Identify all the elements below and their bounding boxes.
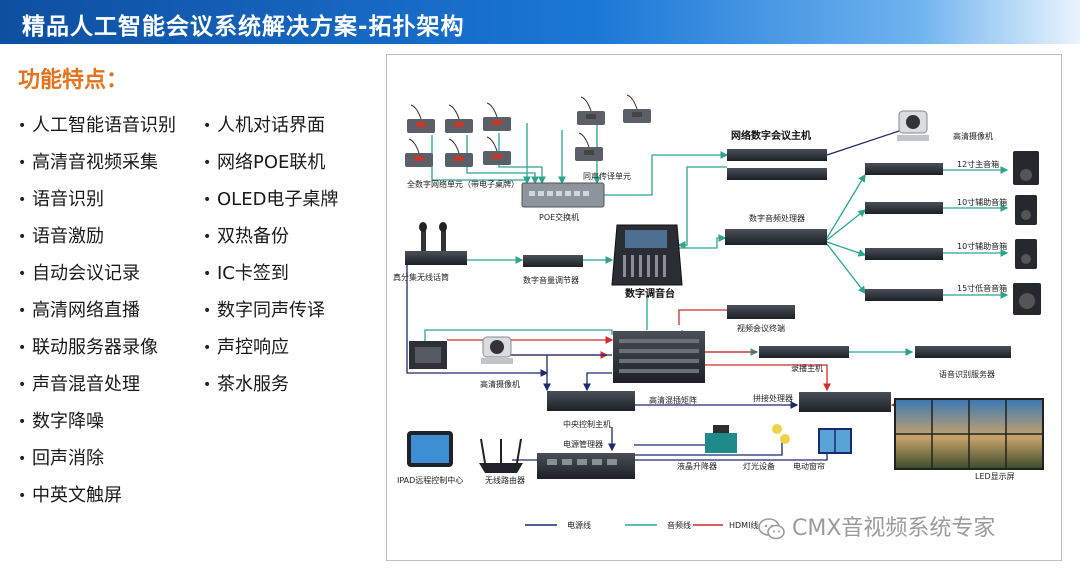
feature-item: •联动服务器录像 [18,337,158,358]
central-control-icon [547,391,635,411]
feature-item: •人机对话界面 [203,115,325,136]
router-label: 无线路由器 [485,475,525,485]
lcd-lift-icon [705,425,737,453]
watermark: CMX音视频系统专家 [758,510,995,542]
features-heading: 功能特点： [18,68,129,93]
speaker4-label: 15寸低音音箱 [957,283,1007,293]
speaker-icons [1013,151,1041,315]
feature-item: •自动会议记录 [18,263,140,284]
adjuster-icon [523,255,583,267]
ipad-icon [407,431,453,467]
ipad-label: IPAD远程控制中心 [397,475,463,485]
matrix-label: 高清混插矩阵 [649,395,697,405]
main-host-icon-2 [727,168,827,180]
interp-units-label: 同声传译单元 [583,171,631,181]
legend-audio: 音频线 [667,520,691,530]
title-banner: 精品人工智能会议系统解决方案-拓扑架构 [0,0,1080,44]
interpretation-unit-icons [575,94,651,161]
power-manager-icon [537,453,635,479]
amplifier-icon [865,202,943,214]
poe-switch-label: POE交换机 [539,212,579,222]
amplifier-icon [865,289,943,301]
recorder-label: 录播主机 [791,363,823,373]
dsp-icon [725,229,827,245]
feature-item: •数字同声传译 [203,300,325,321]
feature-item: •声控响应 [203,337,289,358]
power-manager-label: 电源管理器 [563,439,603,449]
feature-item: •OLED电子桌牌 [203,189,339,210]
main-host-icon [727,149,827,161]
feature-item: •网络POE联机 [203,152,326,173]
feature-item: •语音识别 [18,189,104,210]
speech-server-icon [915,346,1011,358]
speaker1-label: 12寸主音箱 [957,159,999,169]
feature-item: •回声消除 [18,448,104,469]
amplifier-icon [865,163,943,175]
camera-top-icon [897,110,929,141]
legend-hdmi: HDMI线 [729,520,758,530]
page-title: 精品人工智能会议系统解决方案-拓扑架构 [22,14,465,40]
digital-mixer-label: 数字调音台 [625,287,675,300]
digital-mixer-icon [611,224,683,286]
amplifier-icon [865,248,943,260]
speaker2-label: 10寸辅助音箱 [957,197,1007,207]
router-icon [479,438,523,473]
feature-item: •数字降噪 [18,411,104,432]
video-terminal-icon [727,305,795,319]
camera-left-label: 高清摄像机 [480,379,520,389]
lighting-label: 灯光设备 [743,461,775,471]
feature-item: •高清网络直播 [18,300,140,321]
camera-left-icon [481,336,513,364]
speaker3-label: 10寸辅助音箱 [957,241,1007,251]
feature-item: •语音激励 [18,226,104,247]
watermark-text: CMX音视频系统专家 [792,516,996,541]
floor-box-icon [409,341,447,369]
features-list-left: •人工智能语音识别 •高清音视频采集 •语音识别 •语音激励 •自动会议记录 •… [18,115,176,522]
wechat-icon [758,518,785,540]
features-list-right: •人机对话界面 •网络POE联机 •OLED电子桌牌 •双热备份 •IC卡签到 … [203,115,338,411]
dsp-label: 数字音频处理器 [749,213,805,223]
splicer-label: 拼接处理器 [753,393,793,403]
led-wall-icon [894,398,1044,470]
feature-item: •声音混音处理 [18,374,140,395]
curtain-icon [818,428,852,454]
conf-units-label: 全数字网络单元（带电子桌牌） [407,179,519,189]
conference-unit-icons [405,102,511,167]
led-screen-label: LED显示屏 [975,472,1015,481]
feature-item: •双热备份 [203,226,289,247]
feature-item: •茶水服务 [203,374,289,395]
light-icon [772,424,790,444]
splicer-icon [799,392,891,412]
poe-switch-icon [521,182,605,208]
curtain-label: 电动窗帘 [793,461,825,471]
wireless-mic-label: 真分集无线话筒 [393,272,449,282]
lcd-lift-label: 液晶升降器 [677,461,717,471]
feature-item: •高清音视频采集 [18,152,158,173]
adjuster-label: 数字音量调节器 [523,275,579,285]
feature-item: •人工智能语音识别 [18,115,176,136]
video-terminal-label: 视频会议终端 [737,323,785,333]
camera-top-label: 高清摄像机 [953,131,993,141]
wireless-mic-icon [405,222,467,265]
feature-item: •中英文触屏 [18,485,122,506]
legend: 电源线 音频线 HDMI线 [525,520,758,530]
matrix-chassis-icon [613,331,705,383]
central-control-label: 中央控制主机 [563,419,611,429]
legend-power: 电源线 [567,520,591,530]
topology-diagram: 全数字网络单元（带电子桌牌） 同声传译单元 POE交换机 网络数字会议主机 高清… [386,54,1062,561]
speech-server-label: 语音识别服务器 [939,369,995,379]
feature-item: •IC卡签到 [203,263,289,284]
main-host-label: 网络数字会议主机 [731,129,811,142]
audio-lines [424,123,1009,356]
recorder-icon [759,346,849,358]
